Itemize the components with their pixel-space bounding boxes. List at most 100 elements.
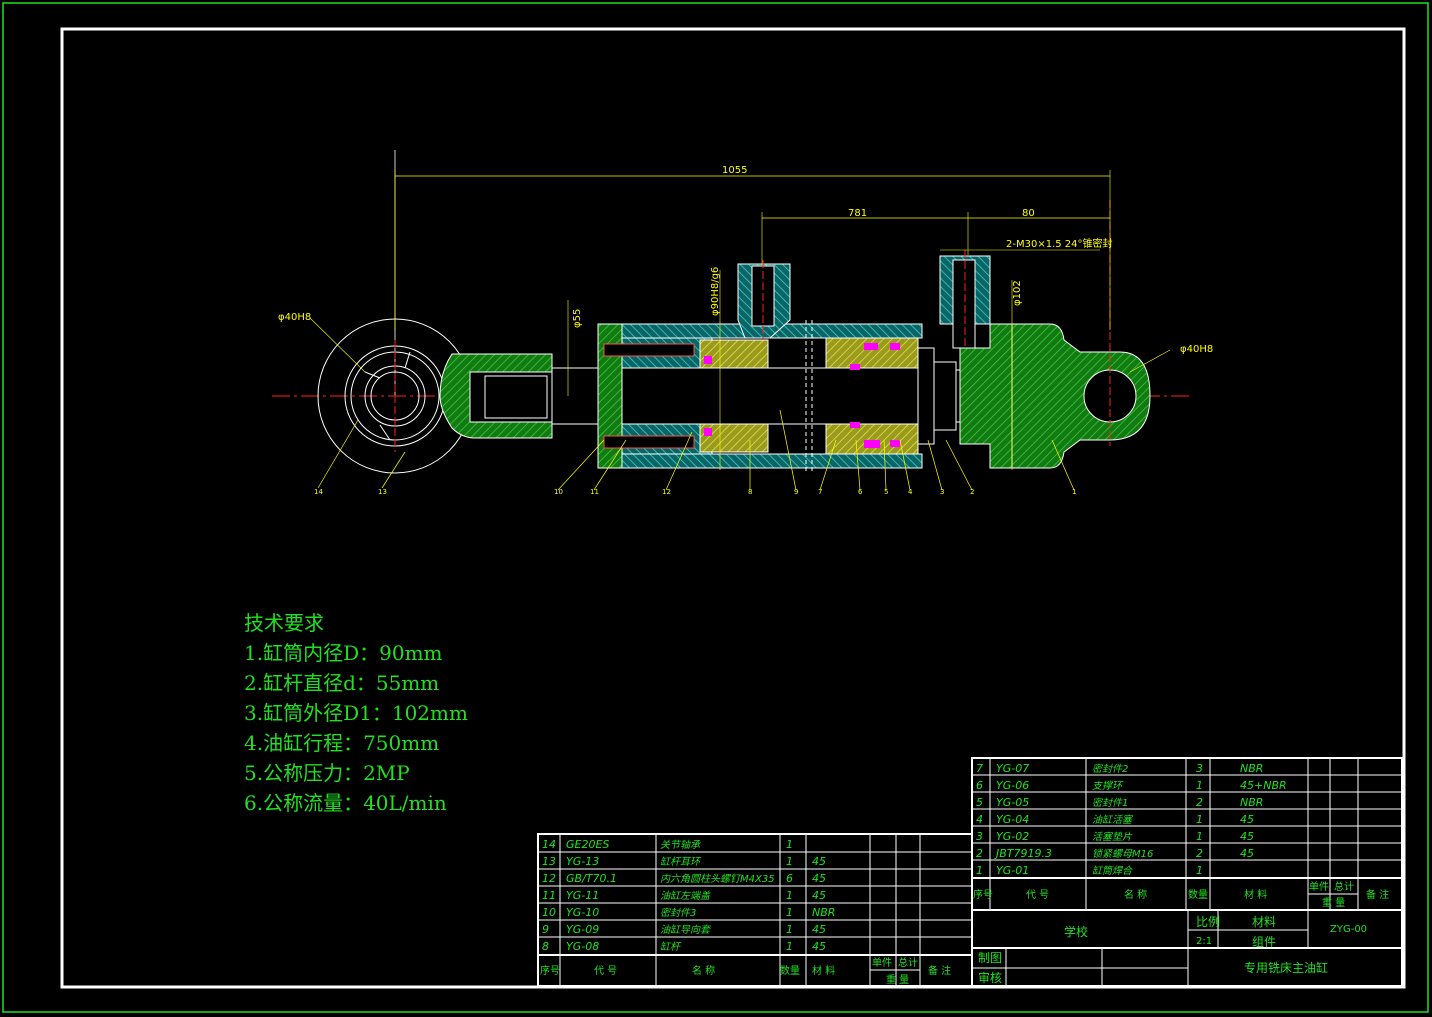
dim-mid: 781: [848, 208, 867, 219]
checked-label: 审核: [978, 970, 1002, 985]
balloon: 5: [884, 488, 888, 496]
part-no: 10: [542, 906, 556, 919]
part-name: 油缸导向套: [660, 924, 712, 936]
header-code: 代 号: [1026, 889, 1049, 901]
part-name: 密封件3: [660, 907, 696, 919]
part-no: 11: [542, 889, 556, 902]
part-no: 1: [976, 864, 983, 877]
part-no: 9: [542, 923, 549, 936]
header-weight: 重 量: [1322, 896, 1345, 909]
scale-label: 比例: [1196, 915, 1220, 929]
part-name: 关节轴承: [660, 839, 701, 851]
dim-overall: 1055: [722, 165, 747, 176]
part-code: GB/T70.1: [566, 872, 617, 885]
drawn-label: 制图: [978, 951, 1002, 965]
part-code: YG-10: [566, 906, 599, 919]
dimensions: [309, 170, 1171, 470]
header-note: 备 注: [928, 964, 951, 977]
part-code: YG-09: [566, 923, 599, 936]
tech-item: 2.缸杆直径d：55mm: [244, 671, 440, 695]
part-no: 13: [542, 855, 556, 868]
header-unit: 单件: [872, 957, 892, 969]
part-mat: 45: [812, 923, 826, 936]
parts-table-left-header: 序号 代 号 名 称 数量 材 料 单件 总计 重 量 备 注: [540, 956, 951, 986]
part-name: 密封件1: [1092, 797, 1128, 809]
part-qty: 1: [786, 923, 793, 936]
part-name: 内六角圆柱头螺钉M4X35: [660, 873, 775, 885]
header-name: 名 称: [692, 964, 715, 977]
header-name: 名 称: [1124, 888, 1147, 901]
drawing-number: ZYG-00: [1330, 924, 1367, 935]
dim-right-pin: φ40H8: [1180, 344, 1213, 355]
part-mat: 45: [812, 889, 826, 902]
balloon: 3: [940, 488, 944, 496]
part-code: YG-01: [996, 864, 1029, 877]
part-mat: 45: [812, 855, 826, 868]
balloon: 14: [314, 488, 323, 496]
part-mat: 45: [1240, 847, 1254, 860]
dim-left-pin: φ40H8: [278, 312, 311, 323]
assembly-label: 组件: [1252, 935, 1276, 949]
part-mat: 45: [812, 872, 826, 885]
balloon: 4: [908, 488, 913, 496]
balloon: 2: [970, 488, 974, 496]
parts-table-right-text: 7 YG-07 密封件2 3 NBR 6 YG-06 支撑环 1 45+NBR …: [976, 762, 1287, 877]
part-name: 缸杆: [660, 941, 682, 953]
part-no: 12: [542, 872, 556, 885]
part-qty: 1: [1196, 830, 1203, 843]
balloon: 12: [662, 488, 671, 496]
header-qty: 数量: [1188, 888, 1208, 901]
header-no: 序号: [973, 888, 993, 901]
part-qty: 1: [786, 838, 793, 851]
dim-right: 80: [1022, 208, 1035, 219]
part-name: 缸杆耳环: [660, 856, 702, 868]
balloon: 13: [378, 488, 387, 496]
part-no: 7: [976, 762, 983, 775]
balloon-leaders: [317, 409, 1075, 491]
part-name: 油缸左端盖: [660, 890, 711, 902]
gland-assembly: [597, 323, 769, 469]
tech-item: 6.公称流量：40L/min: [244, 791, 447, 815]
title-block-text: 学校 比例 2:1 材料 组件 ZYG-00 制图 审核 专用铣床主油缸: [978, 915, 1367, 985]
part-name: 缸筒焊合: [1092, 865, 1133, 877]
part-code: YG-02: [996, 830, 1029, 843]
part-name: 油缸活塞: [1092, 814, 1134, 826]
part-no: 8: [542, 940, 549, 953]
part-code: YG-05: [996, 796, 1029, 809]
part-qty: 1: [786, 906, 793, 919]
balloon: 1: [1072, 488, 1076, 496]
parts-table-right-header: 序号 代 号 名 称 数量 材 料 单件 总计 重 量 备 注: [973, 880, 1389, 909]
header-unit: 单件: [1309, 881, 1329, 893]
balloon: 6: [858, 488, 863, 496]
header-total: 总计: [1334, 880, 1354, 893]
header-mat: 材 料: [812, 964, 835, 977]
balloon: 7: [818, 488, 822, 496]
cylinder-barrel: [621, 250, 991, 472]
part-no: 5: [976, 796, 983, 809]
part-code: YG-11: [566, 889, 599, 902]
header-mat: 材 料: [1244, 888, 1267, 901]
balloon: 10: [554, 488, 563, 496]
part-name: 支撑环: [1092, 780, 1124, 792]
part-mat: NBR: [1240, 762, 1263, 775]
tech-item: 3.缸筒外径D1：102mm: [244, 701, 468, 725]
balloon-labels: 14 13 10 11 12 8 9 7 6 5 4 3 2 1: [314, 488, 1076, 496]
dim-thread: 2-M30×1.5 24°锥密封: [1006, 237, 1113, 250]
header-total: 总计: [898, 956, 918, 969]
header-code: 代 号: [594, 965, 617, 977]
part-qty: 2: [1196, 847, 1203, 860]
part-no: 2: [976, 847, 983, 860]
tech-item: 1.缸筒内径D：90mm: [244, 641, 443, 665]
part-qty: 1: [786, 940, 793, 953]
header-note: 备 注: [1366, 888, 1389, 901]
part-mat: 45: [1240, 813, 1254, 826]
tech-title: 技术要求: [244, 611, 324, 635]
part-name: 锁紧螺母M16: [1092, 848, 1153, 860]
part-name: 活塞垫片: [1092, 831, 1133, 843]
part-qty: 2: [1196, 796, 1203, 809]
part-mat: NBR: [812, 906, 835, 919]
part-qty: 1: [786, 889, 793, 902]
part-code: YG-08: [566, 940, 599, 953]
